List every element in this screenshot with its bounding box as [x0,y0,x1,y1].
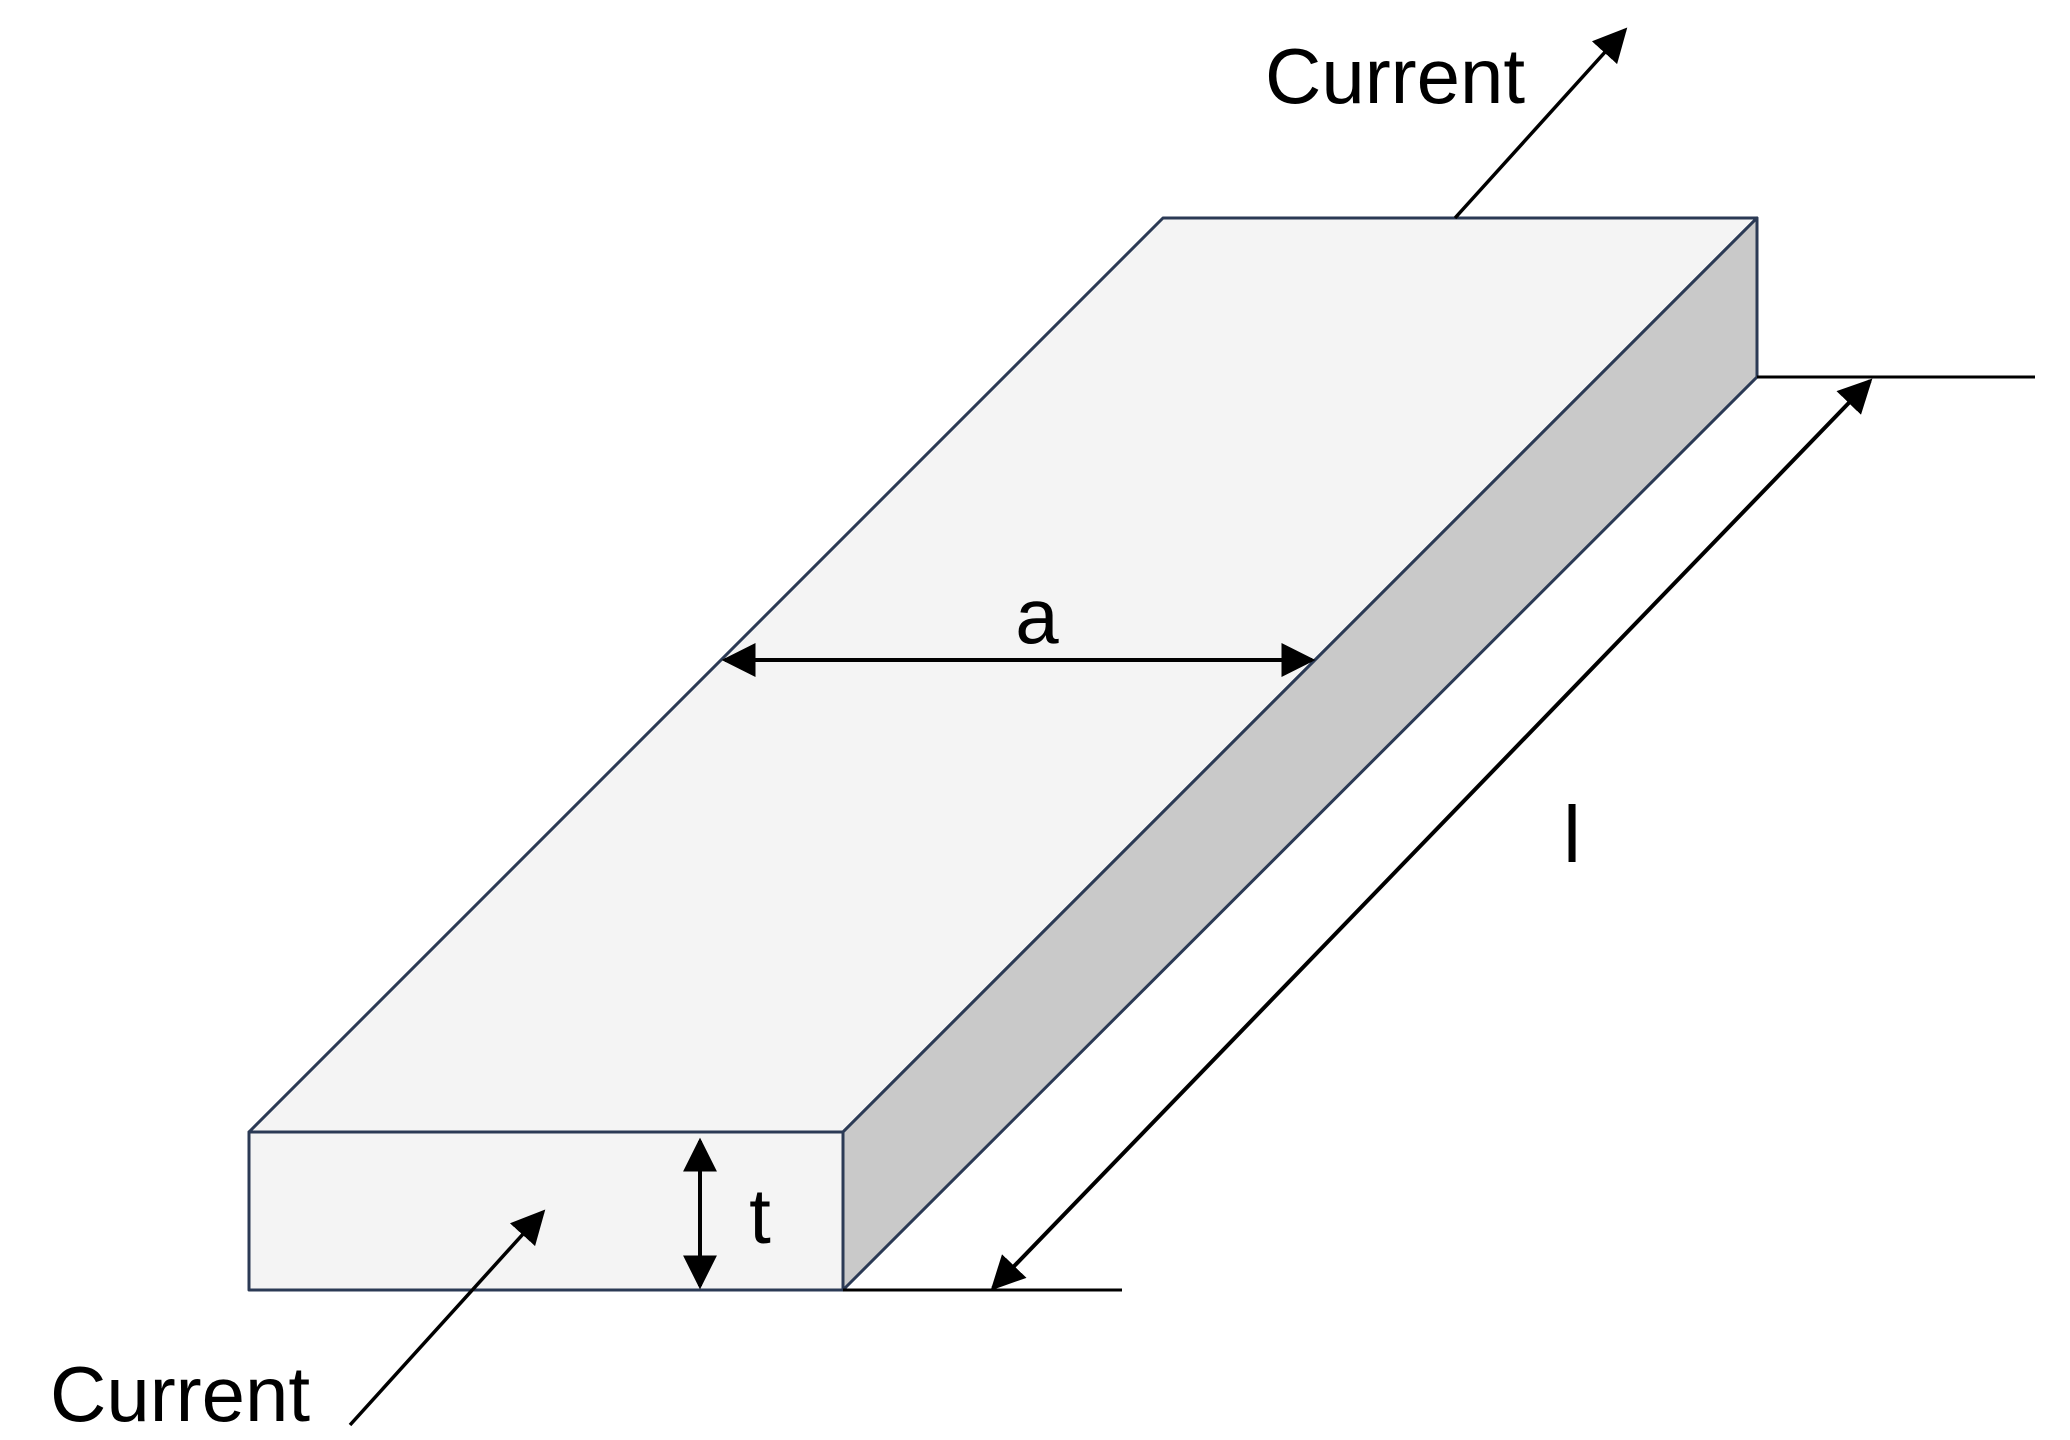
current-out-arrow [1453,27,1628,220]
width-label: a [1015,572,1059,660]
length-label: l [1563,790,1581,879]
current-out-label: Current [1265,32,1525,120]
thickness-label: t [749,1172,771,1260]
current-in-arrow [348,1209,546,1427]
current-in-label: Current [50,1350,310,1438]
length-dimension-arrow [990,378,1873,1291]
